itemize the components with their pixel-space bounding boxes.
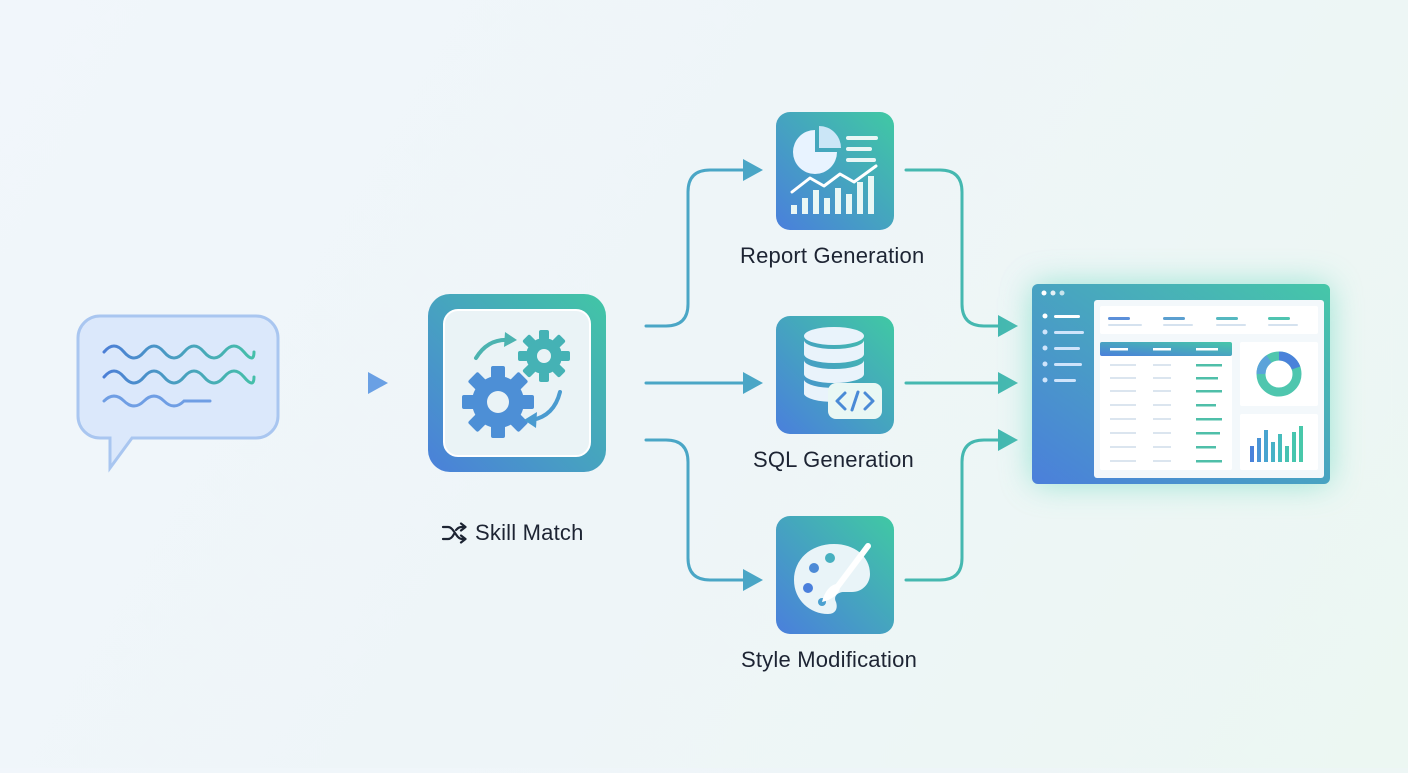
- arrow-input-to-skill-match: [292, 372, 388, 394]
- shuffle-icon: [441, 522, 467, 544]
- connectors-to-skills: [644, 168, 747, 582]
- style-modification-label: Style Modification: [741, 647, 918, 672]
- dashboard-window: [1032, 284, 1330, 484]
- palette-brush-icon: [776, 516, 894, 634]
- chat-bubble-icon: [76, 314, 280, 473]
- arrow-report-to-dashboard: [904, 168, 1000, 328]
- sql-generation-label: SQL Generation: [753, 447, 914, 472]
- report-generation-label: Report Generation: [740, 243, 925, 268]
- skill-match-label: Skill Match: [441, 520, 584, 546]
- skill-match-chip-icon: [400, 268, 634, 498]
- arrow-to-style: [644, 438, 747, 582]
- arrow-style-to-dashboard: [904, 438, 1000, 582]
- arrow-to-report: [644, 168, 747, 328]
- database-code-icon: [776, 316, 894, 434]
- skill-match-text: Skill Match: [475, 520, 584, 545]
- report-chart-icon: [776, 112, 894, 230]
- connectors-to-dashboard: [904, 168, 1000, 582]
